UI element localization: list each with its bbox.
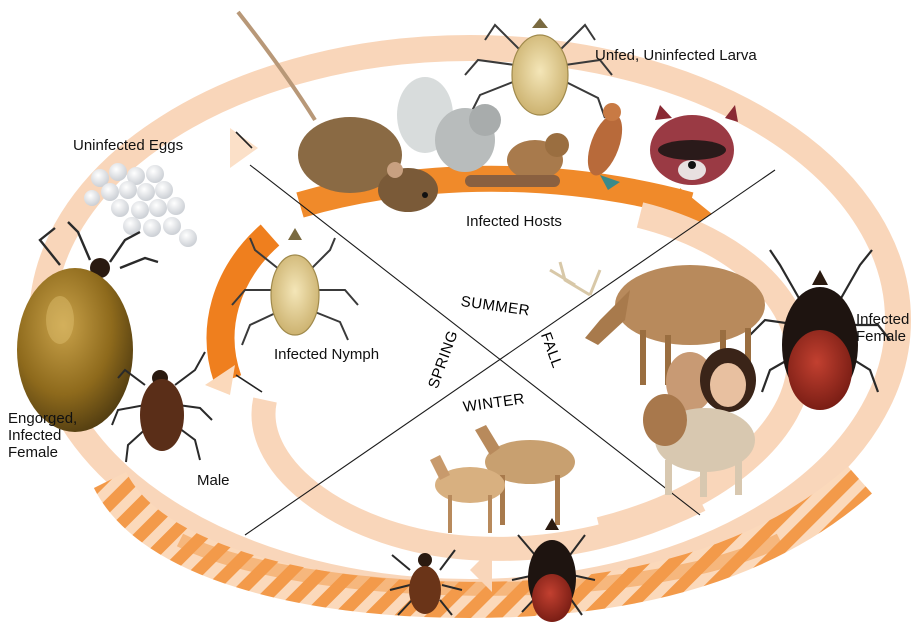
egg-cluster [84,163,197,247]
infected-hosts-label: Infected Hosts [466,213,562,230]
male-label: Male [197,472,230,489]
engorged-female-illustration [17,222,158,432]
winter-deer-illustration [430,425,575,533]
infected-female-label: Infected Female [856,311,909,345]
people-and-dog-illustration [643,348,756,497]
uninfected-eggs-label: Uninfected Eggs [73,137,183,154]
raccoon-illustration [650,105,738,185]
squirrel-illustration [397,77,501,172]
infected-nymph-label: Infected Nymph [274,346,379,363]
engorged-female-label: Engorged, Infected Female [8,410,77,461]
unfed-larva-label: Unfed, Uninfected Larva [595,47,757,64]
